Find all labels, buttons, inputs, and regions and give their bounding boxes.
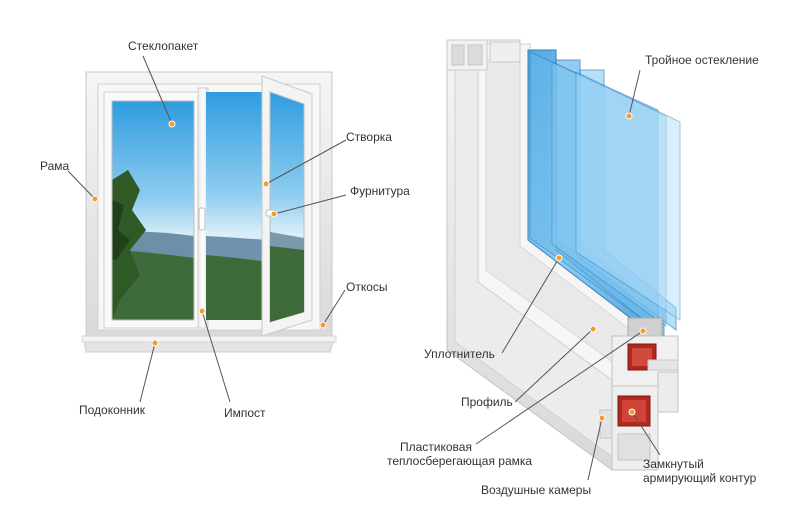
- marker-frame: [92, 196, 98, 202]
- label-reinforcement-line2: армирующий контур: [643, 471, 793, 485]
- label-reinforcement-line1: Замкнутый: [643, 457, 793, 471]
- marker-reinforcement: [629, 409, 635, 415]
- marker-profile: [590, 326, 596, 332]
- label-frame: Рама: [40, 159, 69, 173]
- label-reinforcement: Замкнутый армирующий контур: [643, 457, 793, 485]
- label-triple-glazing: Тройное остекление: [645, 53, 759, 67]
- marker-sill: [152, 340, 158, 346]
- marker-air-chambers: [599, 415, 605, 421]
- label-spacer: Пластиковая теплосберегающая рамка: [387, 440, 547, 468]
- label-sash: Створка: [346, 130, 392, 144]
- marker-sash: [263, 181, 269, 187]
- label-hardware: Фурнитура: [350, 184, 410, 198]
- window-illustration: [82, 72, 336, 352]
- marker-mullion: [199, 308, 205, 314]
- label-glass-unit: Стеклопакет: [128, 39, 198, 53]
- label-air-chambers: Воздушные камеры: [481, 483, 591, 497]
- label-seal: Уплотнитель: [424, 347, 495, 361]
- air-chamber: [600, 410, 612, 438]
- marker-triple-glazing: [626, 113, 632, 119]
- label-reveals: Откосы: [346, 280, 388, 294]
- label-spacer-line2: теплосберегающая рамка: [387, 454, 547, 468]
- marker-reveals: [320, 322, 326, 328]
- label-profile: Профиль: [461, 395, 513, 409]
- handle-left: [199, 208, 205, 230]
- marker-glass-unit: [169, 121, 175, 127]
- marker-hardware: [271, 211, 277, 217]
- label-sill: Подоконник: [79, 403, 145, 417]
- marker-seal: [556, 255, 562, 261]
- label-spacer-line1: Пластиковая: [387, 440, 547, 454]
- label-mullion: Импост: [224, 406, 266, 420]
- marker-spacer: [640, 328, 646, 334]
